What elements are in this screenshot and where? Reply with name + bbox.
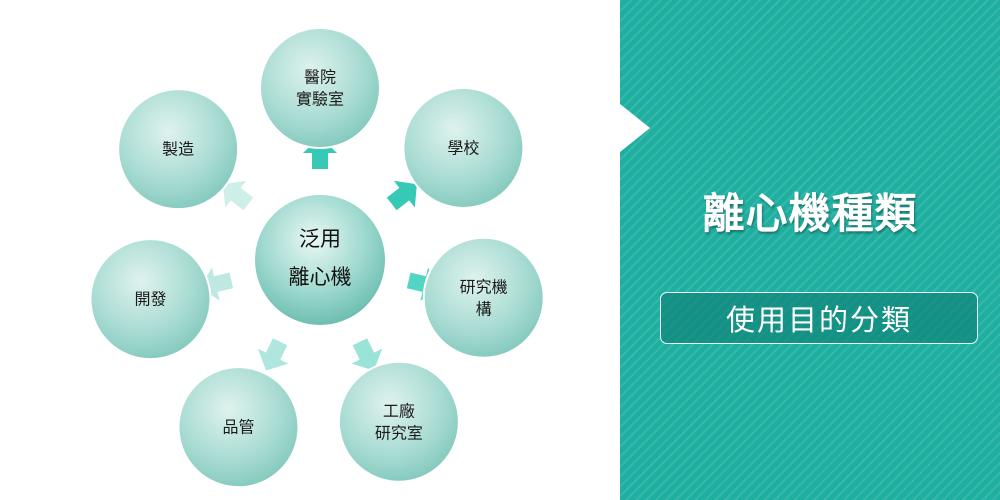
arrow-to-manufacturing: [223, 180, 254, 211]
node-label-line-2: 實驗室: [296, 90, 344, 109]
arrow-to-quality-control: [257, 338, 289, 371]
subtitle-label: 使用目的分類: [725, 303, 912, 337]
node-label-line-2: 研究室: [375, 423, 423, 442]
node-label-line-1: 工廠: [383, 401, 415, 420]
node-circle: [422, 236, 545, 359]
node-quality-control: 品管: [177, 366, 300, 489]
node-label-line-1: 研究機: [460, 277, 508, 296]
hub-line-2: 離心機: [289, 265, 352, 289]
node-label-line-2: 構: [476, 299, 492, 318]
subtitle-box: 使用目的分類: [660, 292, 978, 344]
panel-pointer: [620, 104, 650, 152]
node-circle: [402, 86, 525, 209]
node-label-line-1: 開發: [134, 290, 166, 309]
node-school: 學校: [402, 86, 525, 209]
node-manufacturing: 製造: [117, 88, 240, 211]
node-development: 開發: [89, 238, 212, 361]
node-label-line-1: 學校: [447, 138, 479, 157]
arrow-to-factory-lab: [351, 338, 383, 371]
arrow-to-school: [386, 180, 417, 211]
page-title: 離心機種類: [702, 189, 918, 238]
node-circle: [259, 27, 381, 149]
node-circle: [89, 238, 212, 361]
hub-line-1: 泛用: [299, 227, 341, 251]
hub-circle: [253, 193, 387, 327]
node-circle: [337, 360, 460, 483]
node-label-line-1: 品管: [222, 418, 254, 437]
node-label-line-1: 製造: [162, 140, 194, 159]
node-circle: [117, 88, 240, 211]
title-panel: 離心機種類 使用目的分類: [620, 0, 1000, 500]
node-label-line-1: 醫院: [304, 68, 336, 87]
node-circle: [177, 366, 300, 489]
